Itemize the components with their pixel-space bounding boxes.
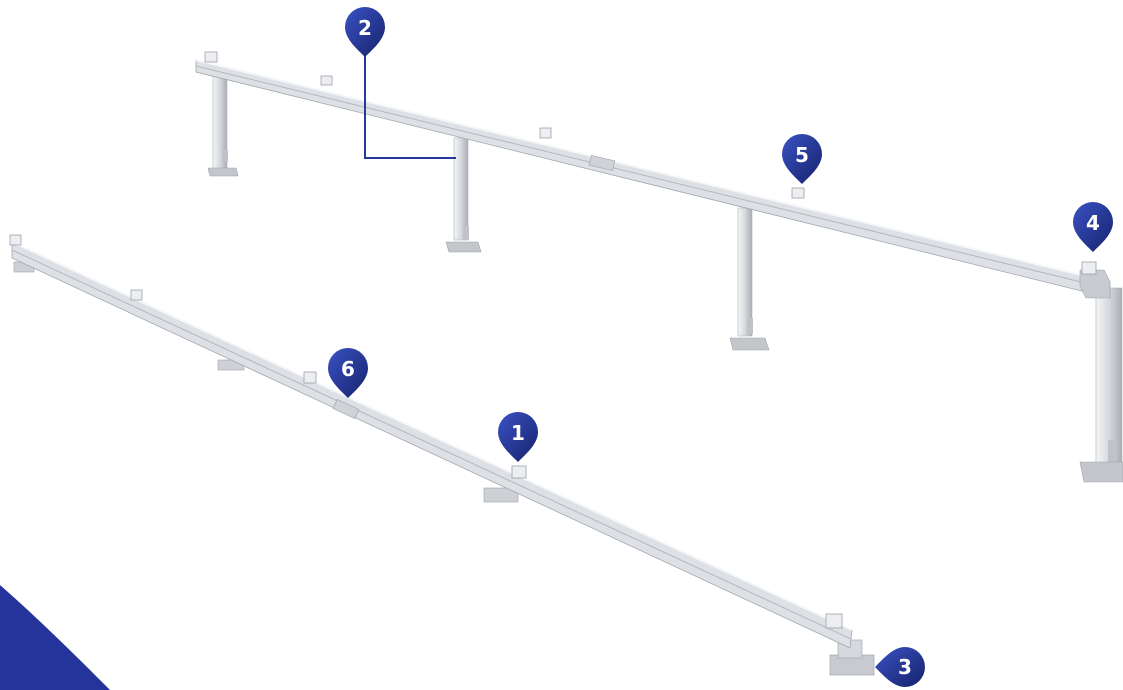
back-rail-assembly (196, 52, 1123, 482)
front-foot-end (830, 640, 874, 675)
marker-5-label: 5 (795, 143, 809, 167)
marker-3-label: 3 (898, 655, 912, 679)
marker-5[interactable]: 5 (782, 134, 822, 184)
marker-1[interactable]: 1 (498, 412, 538, 462)
marker-2-label: 2 (358, 16, 372, 40)
back-leg-right-mid (730, 208, 769, 350)
marker-3[interactable]: 3 (875, 647, 925, 687)
marker-6-label: 6 (341, 357, 355, 381)
corner-accent-shape (0, 585, 110, 690)
marker-1-label: 1 (511, 421, 525, 445)
back-rail-clamps (205, 52, 1096, 274)
back-leg-tall-end (1080, 288, 1123, 482)
marker-4-label: 4 (1086, 211, 1100, 235)
marker-2[interactable]: 2 (345, 7, 385, 57)
back-rail (196, 60, 1110, 298)
marker-4[interactable]: 4 (1073, 202, 1113, 252)
back-leg-left (208, 76, 238, 176)
back-leg-center (446, 138, 481, 252)
